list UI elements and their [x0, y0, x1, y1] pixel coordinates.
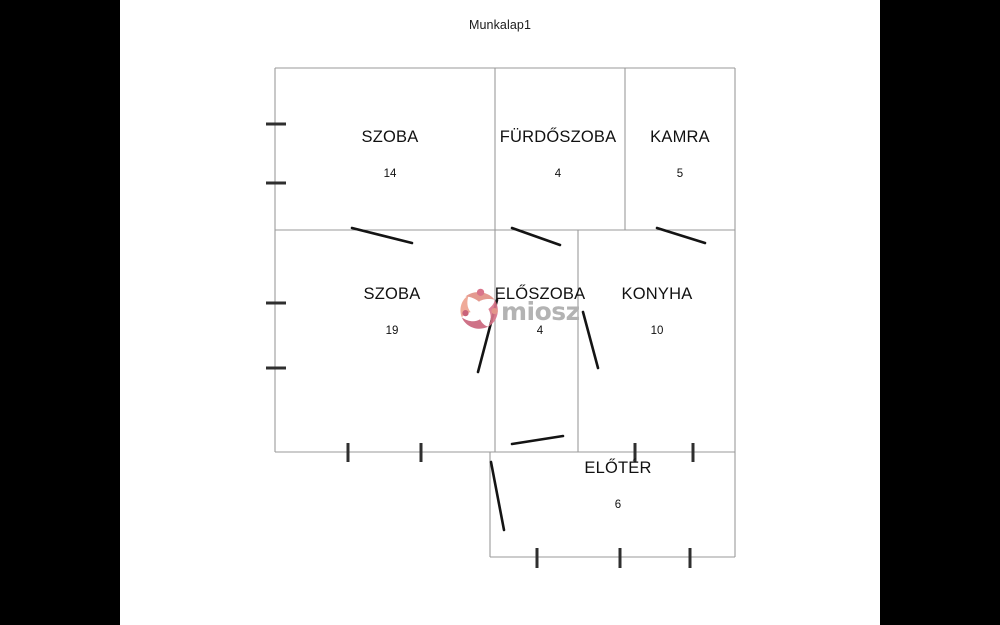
- door-furdoszoba: [510, 226, 562, 247]
- room-name: KONYHA: [621, 285, 693, 303]
- room-name: ELŐSZOBA: [494, 285, 586, 303]
- room-name: KAMRA: [650, 128, 710, 146]
- room-label-furdoszoba-4: FÜRDŐSZOBA 4: [500, 128, 617, 180]
- room-area: 4: [554, 168, 562, 180]
- door-eloszoba-eloter: [510, 434, 565, 446]
- room-area: 14: [383, 168, 397, 180]
- room-label-szoba-14: SZOBA 14: [362, 128, 419, 180]
- room-area: 6: [614, 499, 622, 511]
- room-area: 19: [385, 325, 399, 337]
- window-marks: [266, 122, 695, 568]
- room-label-eloszoba-4: ELŐSZOBA 4: [495, 285, 586, 337]
- room-label-szoba-19: SZOBA 19: [364, 285, 421, 337]
- door-konyha: [581, 310, 600, 370]
- room-label-kamra-5: KAMRA 5: [650, 128, 710, 180]
- room-name: FÜRDŐSZOBA: [499, 128, 617, 146]
- room-name: SZOBA: [361, 128, 419, 146]
- wall-lines: [274, 67, 736, 558]
- room-label-eloter-6: ELŐTÉR 6: [584, 459, 651, 511]
- door-szoba14: [350, 226, 414, 245]
- room-label-konyha-10: KONYHA 10: [622, 285, 693, 337]
- room-area: 5: [676, 168, 684, 180]
- room-name: ELŐTÉR: [584, 459, 652, 477]
- room-name: SZOBA: [363, 285, 421, 303]
- door-leaves: [350, 226, 707, 532]
- room-area: 4: [536, 325, 544, 337]
- room-area: 10: [650, 325, 664, 337]
- door-kamra: [655, 226, 707, 245]
- floorplan-drawing: [266, 67, 736, 568]
- page-title: Munkalap1: [468, 18, 532, 32]
- door-eloter-entry: [489, 460, 506, 532]
- worksheet-sheet: Munkalap1: [120, 0, 880, 625]
